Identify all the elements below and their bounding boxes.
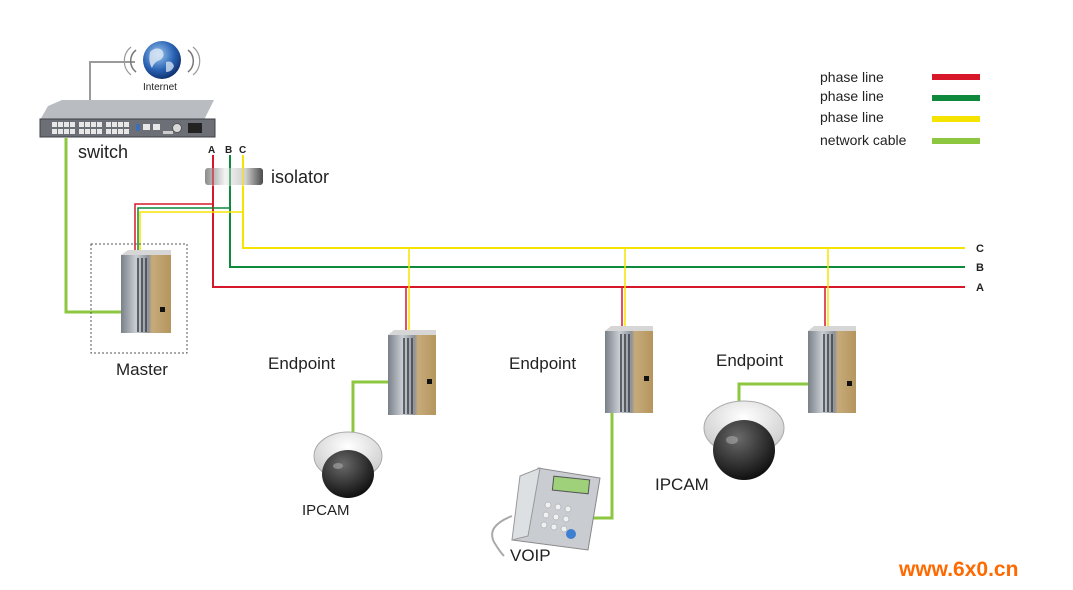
bus-tag-a: A	[976, 282, 984, 294]
endpoint-label: Endpoint	[268, 354, 335, 373]
phase-a-bus	[212, 186, 965, 288]
watermark: www.6x0.cn	[898, 558, 1018, 581]
legend-swatch-red	[932, 74, 980, 80]
phase-tag-a: A	[208, 145, 215, 156]
phase-tag-b: B	[225, 145, 232, 156]
isolator-label: isolator	[271, 167, 329, 187]
master-tap-b	[137, 207, 230, 255]
device-label: VOIP	[510, 546, 551, 565]
device-label: IPCAM	[655, 475, 709, 494]
ip-phone-icon	[491, 467, 601, 557]
device-label: IPCAM	[302, 502, 350, 519]
bus-tag-c: C	[976, 243, 984, 255]
switch-node: switch	[39, 100, 216, 162]
dome-camera-icon	[703, 400, 785, 480]
network-switch-icon	[39, 100, 216, 138]
master-node: Master	[90, 243, 188, 379]
uplink-cable	[89, 61, 135, 102]
master-dashed-frame	[90, 243, 188, 354]
phase-tag-c: C	[239, 145, 246, 156]
plc-adapter-icon	[808, 326, 856, 413]
legend-swatch-green	[932, 95, 980, 101]
plc-adapter-icon	[605, 326, 653, 413]
isolator-icon	[205, 168, 263, 185]
dome-camera-icon	[313, 431, 383, 498]
legend-item-phase-a: phase line	[820, 69, 980, 85]
bus-tags: C B A	[976, 243, 984, 294]
legend: phase line phase line phase line network…	[820, 69, 980, 148]
master-tap-c	[139, 211, 243, 255]
legend-swatch-lightgreen	[932, 138, 980, 144]
endpoint-1: Endpoint IPCAM	[268, 330, 436, 519]
endpoint-2: Endpoint VOIP	[491, 326, 653, 565]
legend-label: phase line	[820, 88, 884, 104]
bus-tag-b: B	[976, 262, 984, 274]
phase-c-bus	[242, 186, 965, 249]
legend-item-phase-c: phase line	[820, 109, 980, 125]
master-label: Master	[116, 360, 168, 379]
internet-label: Internet	[143, 82, 177, 93]
legend-label: phase line	[820, 109, 884, 125]
legend-item-phase-b: phase line	[820, 88, 980, 104]
switch-label: switch	[78, 142, 128, 162]
legend-item-network: network cable	[820, 132, 980, 148]
endpoint-label: Endpoint	[509, 354, 576, 373]
internet-node: Internet	[123, 41, 201, 93]
endpoint-label: Endpoint	[716, 351, 783, 370]
endpoint-3: Endpoint IPCAM	[655, 326, 856, 494]
plc-adapter-icon	[388, 330, 436, 415]
master-tap-a	[134, 203, 213, 255]
legend-label: network cable	[820, 132, 907, 148]
isolator-node: A B C isolator	[205, 145, 329, 187]
legend-label: phase line	[820, 69, 884, 85]
plc-adapter-icon	[121, 250, 171, 333]
legend-swatch-yellow	[932, 116, 980, 122]
globe-icon	[123, 41, 201, 79]
phase-b-bus	[229, 186, 965, 268]
